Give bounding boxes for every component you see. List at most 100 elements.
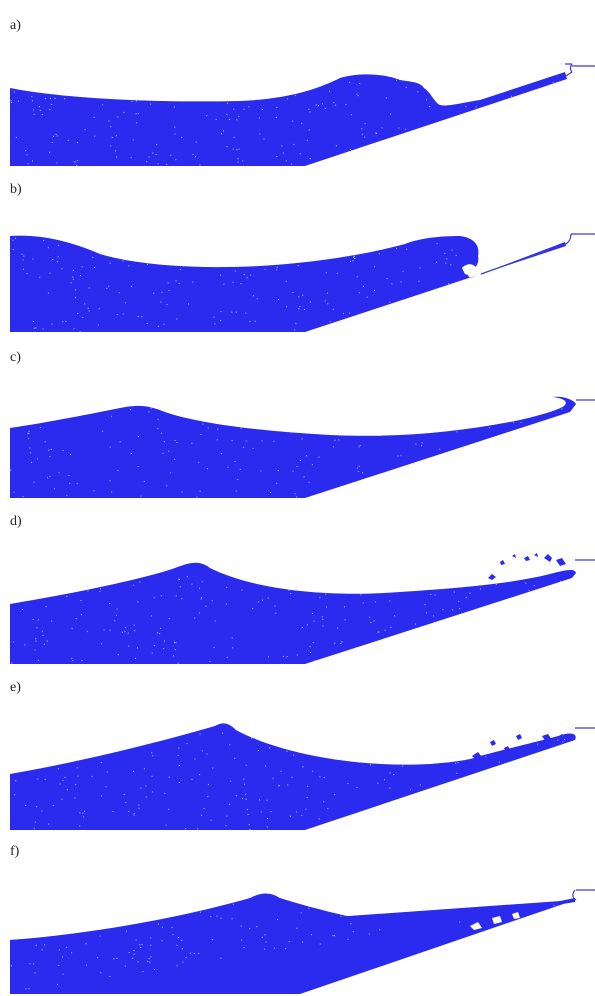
particle — [214, 317, 215, 318]
particle — [134, 950, 135, 951]
particle — [281, 771, 282, 772]
particle — [58, 256, 59, 257]
particle — [44, 944, 45, 945]
particle — [193, 154, 194, 155]
particle — [207, 468, 208, 469]
particle — [156, 154, 157, 155]
particle — [201, 434, 202, 435]
particle — [154, 645, 155, 646]
particle — [94, 267, 95, 268]
particle — [162, 940, 163, 941]
particle — [286, 281, 287, 282]
particle — [401, 455, 402, 456]
particle — [151, 752, 152, 753]
particle — [57, 163, 58, 164]
particle — [302, 438, 303, 439]
particle — [29, 988, 30, 989]
particle — [73, 270, 74, 271]
particle — [135, 658, 136, 659]
particle — [252, 608, 253, 609]
particle — [485, 756, 486, 757]
particle — [264, 949, 265, 950]
particle — [242, 798, 243, 799]
particle — [202, 581, 203, 582]
particle — [201, 815, 202, 816]
particle — [199, 774, 200, 775]
particle — [33, 321, 34, 322]
particle — [476, 106, 477, 107]
particle — [390, 772, 391, 773]
particle — [248, 814, 249, 815]
particle — [101, 795, 102, 796]
particle — [374, 290, 375, 291]
particle — [138, 961, 139, 962]
particle — [306, 455, 307, 456]
particle — [50, 273, 51, 274]
particle — [151, 615, 152, 616]
particle — [182, 962, 183, 963]
particle — [560, 581, 561, 582]
particle — [292, 121, 293, 122]
particle — [185, 828, 186, 829]
particle — [290, 593, 291, 594]
particle — [53, 136, 54, 137]
particle — [175, 159, 176, 160]
particle — [262, 109, 263, 110]
particle — [38, 619, 39, 620]
particle — [157, 632, 158, 633]
particle — [108, 286, 109, 287]
particle — [295, 493, 296, 494]
wave-snapshot-e — [0, 664, 595, 830]
particle — [48, 247, 49, 248]
particle — [319, 597, 320, 598]
particle — [296, 928, 297, 929]
particle — [359, 466, 360, 467]
particle — [283, 153, 284, 154]
particle — [308, 908, 309, 909]
particle — [12, 240, 13, 241]
particle — [357, 468, 358, 469]
particle — [60, 784, 61, 785]
particle — [64, 98, 65, 99]
particle — [391, 283, 392, 284]
particle — [561, 409, 562, 410]
wave-snapshot-a — [0, 0, 595, 166]
particle — [28, 438, 29, 439]
particle — [341, 641, 342, 642]
particle — [296, 811, 297, 812]
particle — [79, 812, 80, 813]
particle — [214, 323, 215, 324]
particle — [175, 440, 176, 441]
particle — [129, 952, 130, 953]
particle — [360, 445, 361, 446]
particle — [37, 778, 38, 779]
particle — [167, 304, 168, 305]
particle — [244, 947, 245, 948]
particle — [69, 475, 70, 476]
particle — [123, 260, 124, 261]
particle — [377, 783, 378, 784]
particle — [250, 275, 251, 276]
particle — [327, 293, 328, 294]
particle — [182, 948, 183, 949]
particle — [42, 114, 43, 115]
particle — [329, 91, 330, 92]
particle — [88, 591, 89, 592]
particle — [249, 928, 250, 929]
particle — [42, 631, 43, 632]
particle — [123, 314, 124, 315]
particle — [56, 134, 57, 135]
particle — [278, 785, 279, 786]
particle — [152, 755, 153, 756]
particle — [499, 762, 500, 763]
particle — [378, 632, 379, 633]
particle — [128, 265, 129, 266]
particle — [143, 971, 144, 972]
particle — [220, 311, 221, 312]
particle — [146, 797, 147, 798]
particle — [212, 600, 213, 601]
particle — [57, 261, 58, 262]
particle — [111, 416, 112, 417]
particle — [136, 122, 137, 123]
particle — [34, 482, 35, 483]
